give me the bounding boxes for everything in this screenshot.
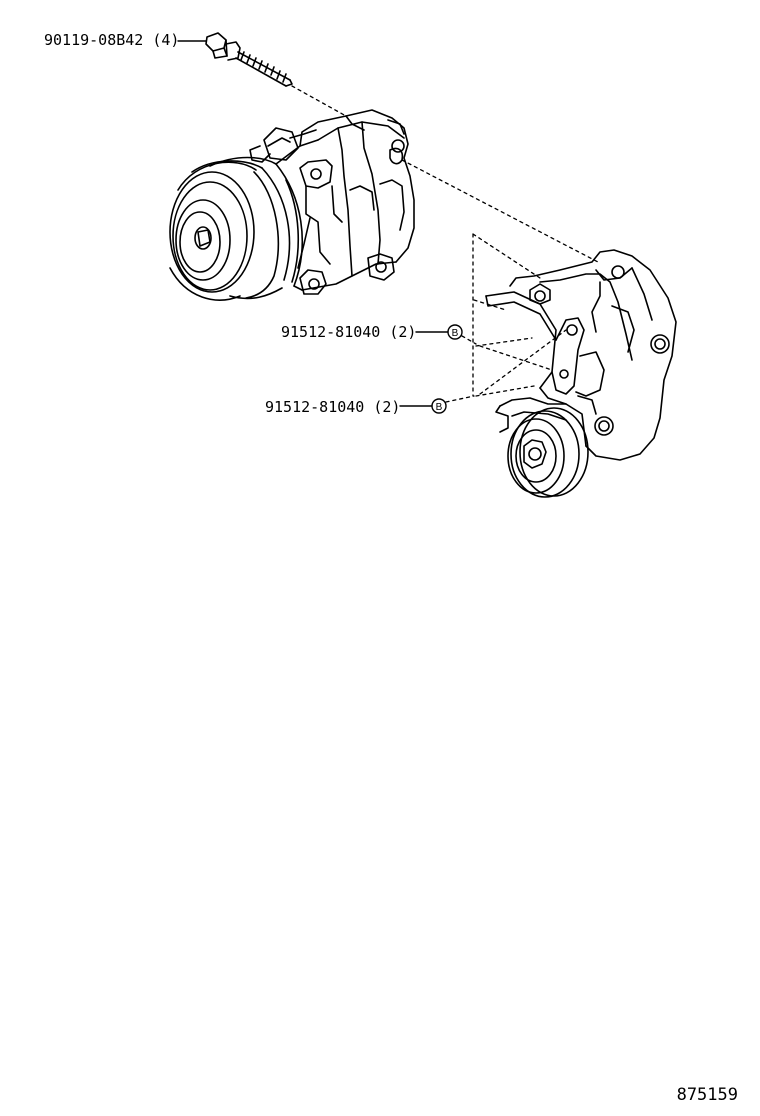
callout-b1-label: 91512-81040 (2) [281, 323, 416, 341]
bolt-dashed-guide [291, 85, 599, 263]
idler-pulley-icon [507, 407, 589, 498]
bolt-part-number: 90119-08B42 [44, 31, 144, 49]
callout-b2-label: 91512-81040 (2) [265, 398, 400, 416]
b1-quantity: (2) [389, 323, 417, 341]
bolt-quantity: (4) [152, 31, 180, 49]
bracket-dashed-guide [472, 233, 541, 397]
callout-bolt-label: 90119-08B42 (4) [44, 31, 179, 49]
figure-code: 875159 [676, 1085, 738, 1105]
callout-b2-dashed-guide [445, 329, 567, 403]
reference-marker-icon [431, 398, 447, 414]
b2-part-number: 91512-81040 [265, 398, 365, 416]
reference-marker-icon [447, 324, 463, 340]
bracket-icon [485, 249, 677, 461]
bolt-icon [205, 32, 293, 87]
callout-b1-dashed-guide [461, 335, 553, 371]
b2-quantity: (2) [373, 398, 401, 416]
b1-part-number: 91512-81040 [281, 323, 381, 341]
bracket-dashed-guide-2 [473, 299, 535, 397]
marker-b1-letter: B [452, 328, 459, 339]
compressor-icon [169, 109, 415, 301]
marker-b2-letter: B [436, 402, 443, 413]
